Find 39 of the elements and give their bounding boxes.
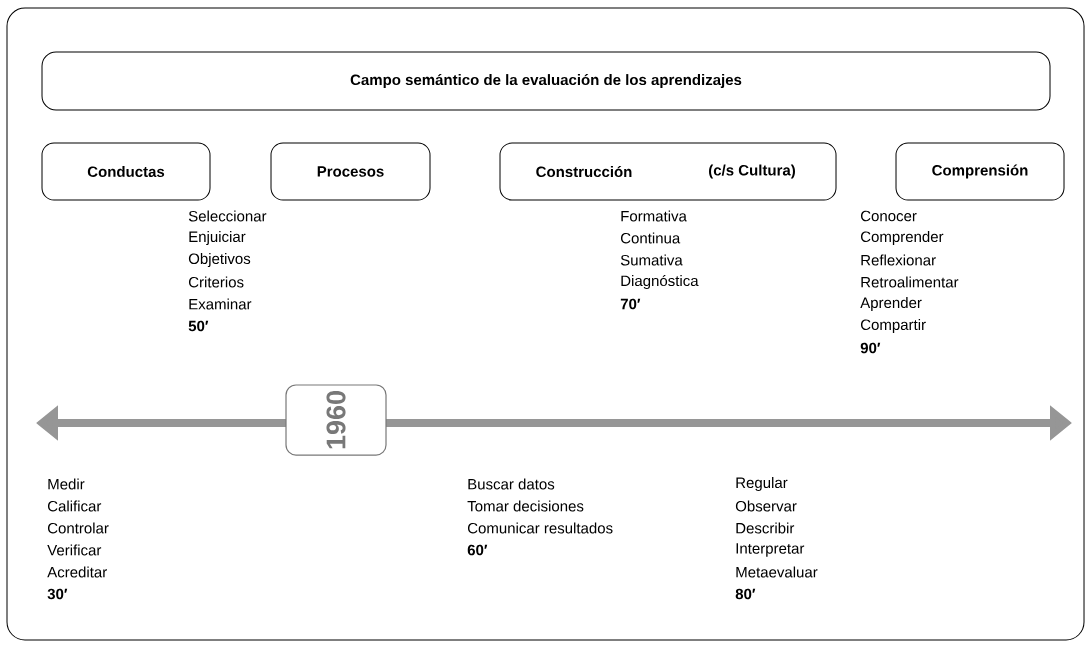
list-item: Verificar [47, 544, 102, 556]
list-item: Regular [736, 477, 788, 491]
list-item: Controlar [47, 522, 109, 534]
list-item: Medir [48, 478, 85, 490]
list-item: Retroalimentar [861, 276, 959, 288]
list-item: Observar [735, 500, 797, 512]
list-item: Interpretar [736, 543, 805, 557]
list-item: Objetivos [188, 253, 251, 267]
category-box: Construcción (c/s Cultura) [499, 142, 837, 201]
list-item: Aprender [860, 297, 922, 311]
list-item: Comunicar resultados [468, 522, 613, 534]
list-item: Describir [736, 522, 795, 534]
list-item: Criterios [188, 276, 244, 288]
decade-label: 50′ [188, 320, 209, 332]
list-item: Reflexionar [861, 254, 936, 266]
list-item: Calificar [47, 500, 102, 512]
list-item: Examinar [189, 298, 252, 310]
decade-label: 30′ [47, 588, 68, 600]
list-item: Diagnóstica [621, 274, 699, 290]
list-item: Sumativa [620, 254, 683, 266]
category-box: Procesos [270, 142, 431, 201]
list-item: Compartir [861, 319, 926, 333]
list-item: Seleccionar [188, 210, 267, 222]
list-item: Metaevaluar [736, 566, 818, 578]
year-box: 1960 [285, 384, 387, 456]
category-box: Comprensión [895, 142, 1065, 201]
list-item: Buscar datos [468, 478, 555, 490]
list-item: Continua [621, 232, 681, 244]
decade-label: 60′ [467, 544, 488, 556]
list-item: Conocer [861, 210, 917, 222]
decade-label: 80′ [735, 588, 756, 600]
decade-label: 70′ [620, 298, 641, 310]
category-box: Conductas [41, 142, 211, 201]
title-box: Campo semántico de la evaluación de los aprendizajes [41, 51, 1051, 111]
list-item: Acreditar [47, 566, 107, 578]
list-item: Enjuiciar [189, 231, 246, 245]
decade-label: 90′ [860, 342, 881, 354]
list-item: Comprender [861, 231, 944, 245]
list-item: Tomar decisiones [467, 500, 584, 512]
